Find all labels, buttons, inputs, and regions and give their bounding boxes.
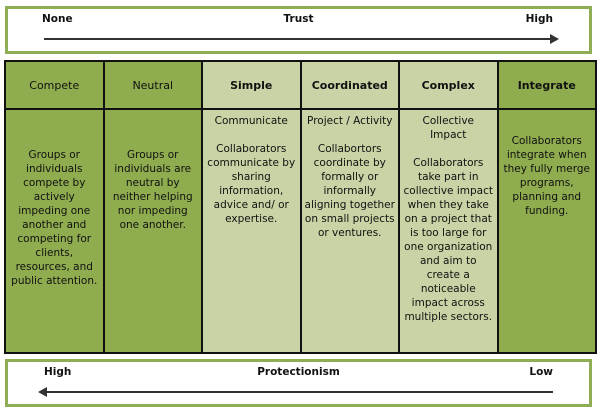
description: Collaborators communicate by sharing inf… bbox=[207, 143, 296, 225]
subtitle: Collective Impact bbox=[422, 115, 475, 141]
subtitle: Communicate bbox=[214, 115, 288, 127]
description: Collaborators integrate when they fully … bbox=[503, 135, 590, 217]
header-complex: Complex bbox=[398, 60, 499, 110]
header-integrate: Integrate bbox=[496, 60, 597, 110]
description: Collaborators take part in collective im… bbox=[403, 157, 493, 323]
trust-title: Trust bbox=[283, 13, 314, 25]
protectionism-low-label: Low bbox=[529, 366, 553, 378]
cell-integrate: Collaborators integrate when they fully … bbox=[496, 108, 597, 354]
subtitle: Project / Activity bbox=[307, 115, 393, 127]
cell-neutral: Groups or individuals are neutral by nei… bbox=[102, 108, 203, 354]
description: Collabortors coordinate by formally or i… bbox=[304, 143, 395, 239]
protectionism-high-label: High bbox=[44, 366, 72, 378]
left-arrow-icon bbox=[38, 387, 553, 397]
header-coordinated: Coordinated bbox=[299, 60, 400, 110]
collaboration-table: Compete Neutral Simple Coordinated Compl… bbox=[4, 60, 597, 354]
header-compete: Compete bbox=[4, 60, 105, 110]
trust-scale: None Trust High bbox=[5, 6, 592, 54]
protectionism-title: Protectionism bbox=[257, 366, 340, 378]
cell-compete: Groups or individuals compete by activel… bbox=[4, 108, 105, 354]
protectionism-scale: High Protectionism Low bbox=[5, 359, 592, 407]
trust-high-label: High bbox=[525, 13, 553, 25]
right-arrow-icon bbox=[44, 34, 559, 44]
description: Groups or individuals compete by activel… bbox=[11, 149, 98, 287]
trust-low-label: None bbox=[42, 13, 73, 25]
header-simple: Simple bbox=[201, 60, 302, 110]
description: Groups or individuals are neutral by nei… bbox=[112, 149, 193, 231]
header-neutral: Neutral bbox=[102, 60, 203, 110]
